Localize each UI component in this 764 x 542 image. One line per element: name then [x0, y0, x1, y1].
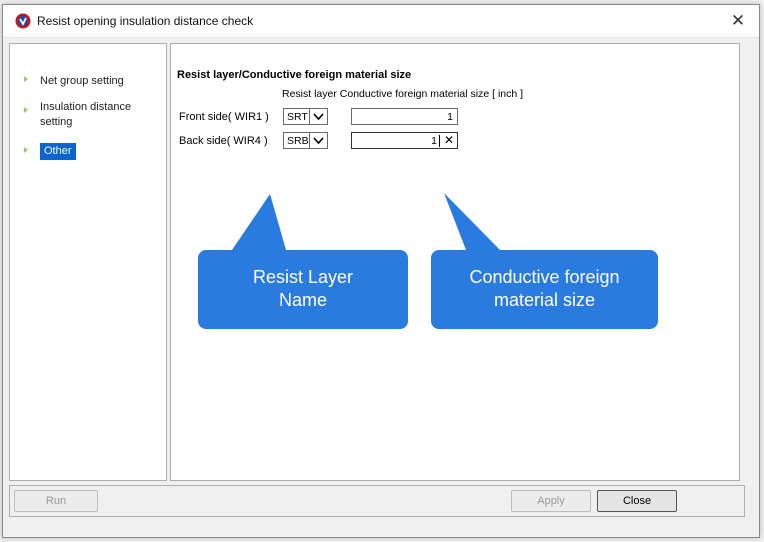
- callout-pointer-material-size: [444, 193, 500, 250]
- column-header-material-size: Conductive foreign material size [ inch …: [339, 88, 524, 100]
- nav-item-label: Net group setting: [40, 75, 124, 87]
- input-value: 1: [447, 111, 453, 123]
- callout-text: Resist Layer Name: [252, 267, 354, 310]
- section-title: Resist layer/Conductive foreign material…: [177, 69, 412, 81]
- callout-material-size: Conductive foreign material size: [431, 250, 658, 329]
- front-side-resist-layer-select[interactable]: SRT: [283, 108, 328, 125]
- back-side-label: Back side( WIR4 ): [179, 135, 268, 147]
- nav-item-other[interactable]: Other: [24, 143, 162, 160]
- clear-icon[interactable]: ✕: [443, 133, 454, 147]
- column-header-resist-layer: Resist layer: [282, 88, 337, 100]
- back-side-material-size-input[interactable]: 1 ✕: [351, 132, 458, 149]
- column-headers: Resist layer Conductive foreign material…: [282, 88, 523, 100]
- close-button[interactable]: Close: [597, 490, 677, 512]
- nav-item-label: Other: [40, 143, 76, 160]
- callout-resist-layer-name: Resist Layer Name: [198, 250, 408, 329]
- title-bar: Resist opening insulation distance check…: [3, 5, 759, 38]
- input-value: 1: [431, 135, 437, 147]
- app-icon: [15, 13, 31, 29]
- chevron-down-icon[interactable]: [309, 109, 327, 124]
- window-title: Resist opening insulation distance check: [37, 14, 254, 28]
- chevron-right-icon: [24, 107, 28, 113]
- button-bar: Run Apply Close: [9, 485, 745, 517]
- select-value: SRT: [287, 111, 308, 123]
- front-side-label: Front side( WIR1 ): [179, 111, 269, 123]
- nav-item-net-group-setting[interactable]: Net group setting: [24, 74, 162, 90]
- nav-panel: Net group setting Insulation distance se…: [9, 43, 167, 481]
- run-button[interactable]: Run: [14, 490, 98, 512]
- front-side-material-size-input[interactable]: 1: [351, 108, 458, 125]
- back-side-resist-layer-select[interactable]: SRB: [283, 132, 328, 149]
- callout-text: Conductive foreign material size: [469, 267, 620, 310]
- nav-item-insulation-distance-setting[interactable]: Insulation distance setting: [24, 100, 162, 132]
- select-value: SRB: [287, 135, 309, 147]
- chevron-down-icon[interactable]: [309, 133, 327, 148]
- callout-pointer-resist-layer: [232, 194, 286, 250]
- nav-item-label: Insulation distance setting: [40, 101, 132, 128]
- close-icon[interactable]: ✕: [730, 11, 746, 30]
- text-caret: [439, 135, 440, 147]
- chevron-right-icon: [24, 147, 28, 153]
- apply-button[interactable]: Apply: [511, 490, 591, 512]
- chevron-right-icon: [24, 76, 28, 82]
